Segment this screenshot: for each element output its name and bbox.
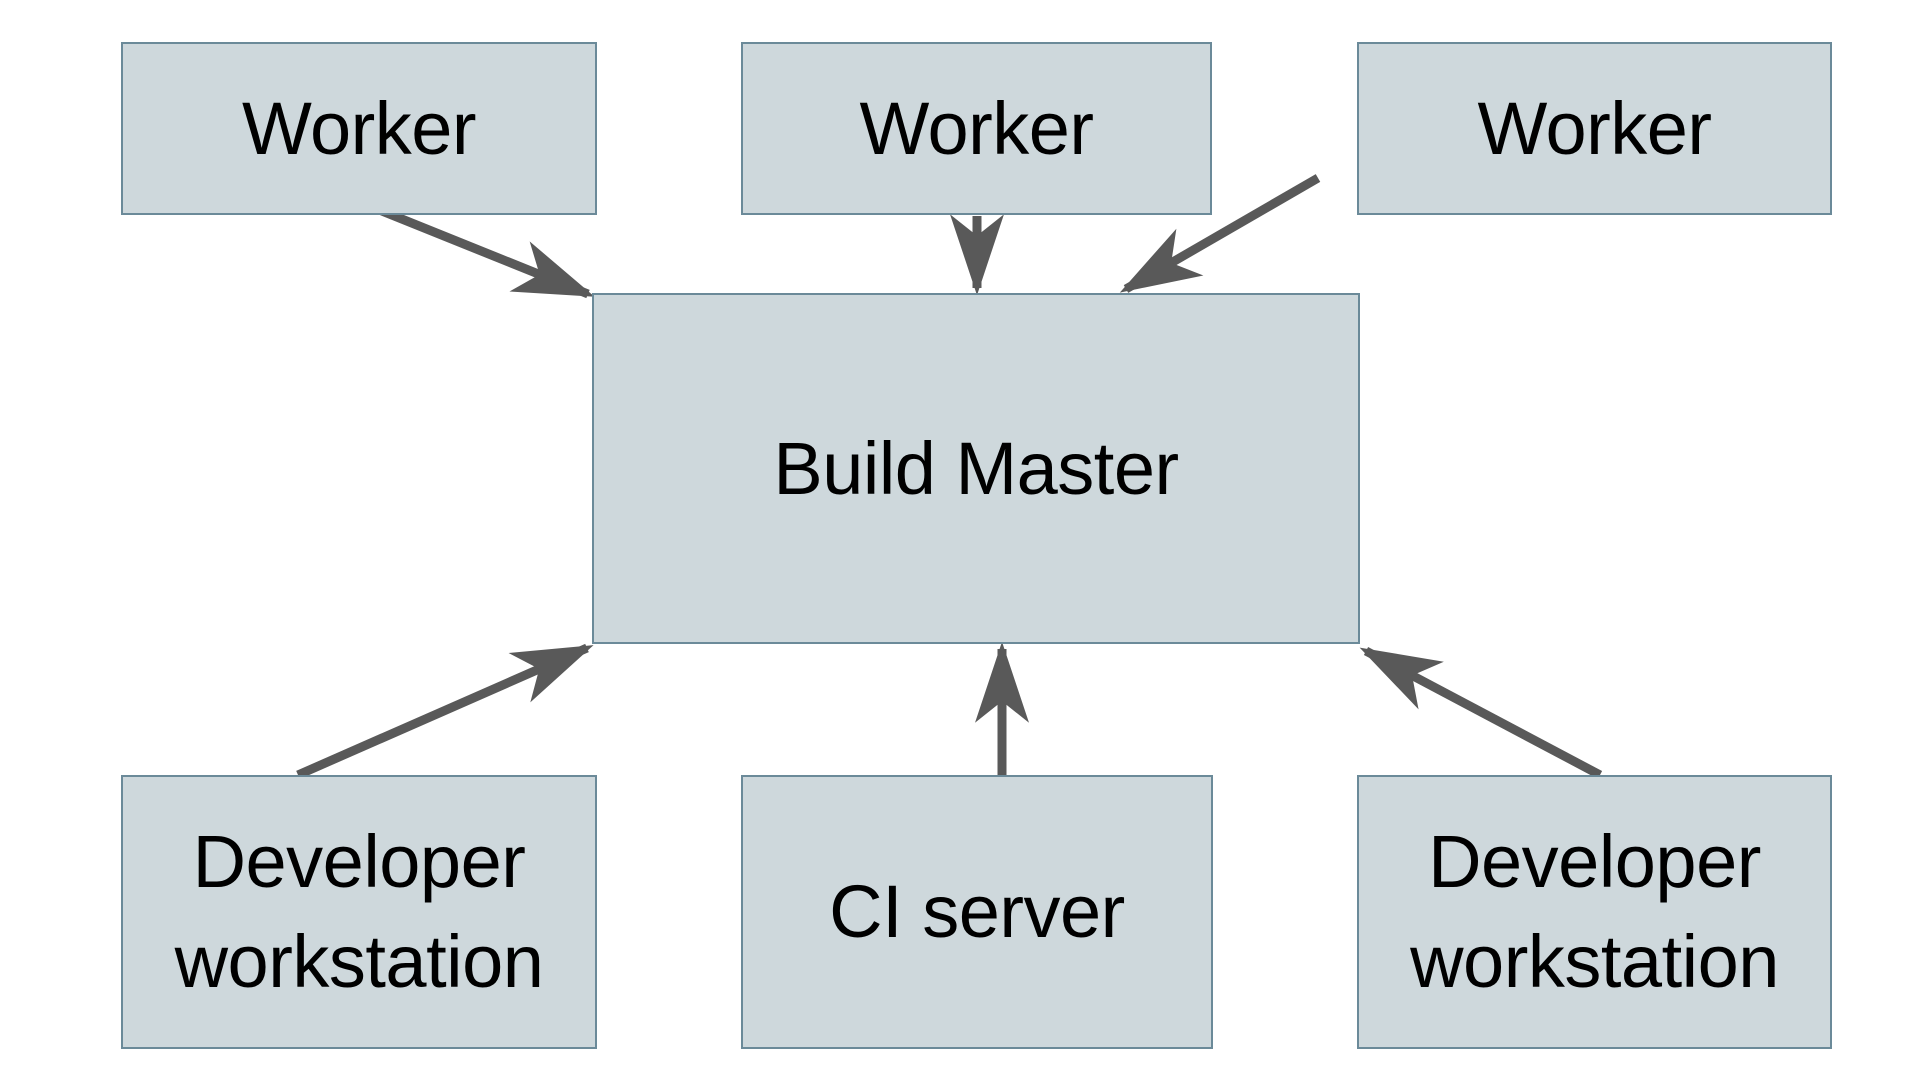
edge-developer-workstation-left-to-build-master	[296, 643, 594, 780]
node-developer-workstation-left-label: Developer workstation	[174, 820, 544, 1003]
node-worker-left[interactable]: Worker	[121, 42, 597, 215]
node-ci-server-label: CI server	[829, 870, 1125, 953]
node-build-master[interactable]: Build Master	[592, 293, 1360, 644]
node-developer-workstation-right[interactable]: Developer workstation	[1357, 775, 1832, 1049]
node-worker-center-label: Worker	[859, 86, 1094, 170]
node-ci-server[interactable]: CI server	[741, 775, 1213, 1049]
node-worker-left-label: Worker	[241, 86, 477, 170]
node-worker-right-label: Worker	[1477, 86, 1712, 170]
node-worker-right[interactable]: Worker	[1357, 42, 1832, 215]
node-worker-center[interactable]: Worker	[741, 42, 1212, 215]
node-build-master-label: Build Master	[773, 426, 1179, 510]
node-developer-workstation-right-label: Developer workstation	[1410, 820, 1779, 1003]
edge-developer-workstation-right-to-build-master	[1359, 647, 1603, 779]
node-developer-workstation-left[interactable]: Developer workstation	[121, 775, 597, 1049]
